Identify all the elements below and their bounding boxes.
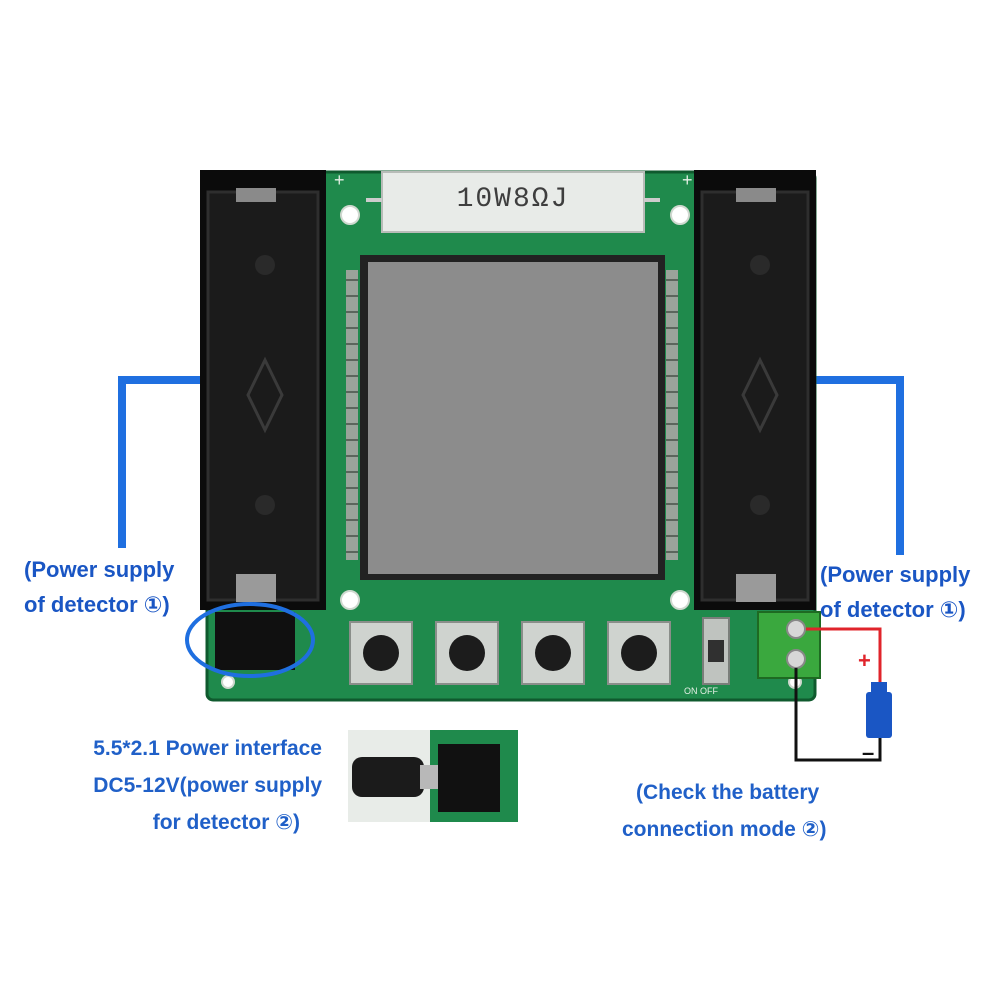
red-wire xyxy=(806,627,882,700)
left-power-label-1: (Power supply xyxy=(24,557,175,582)
right-power-label-2: of detector ①) xyxy=(820,597,966,622)
button-row xyxy=(349,621,671,685)
interface-label-1: 5.5*2.1 Power interface xyxy=(93,737,322,760)
right-bracket-line xyxy=(810,376,904,555)
mount-hole-icon xyxy=(670,205,690,225)
interface-label-2: DC5-12V(power supply xyxy=(93,774,322,797)
mount-hole-icon xyxy=(340,205,360,225)
lcd-pins-right xyxy=(666,270,678,560)
lcd-pins-left xyxy=(346,270,358,560)
battery-cap-icon xyxy=(871,682,887,694)
left-bracket-line xyxy=(118,376,205,548)
plus-marker-right: + xyxy=(682,170,693,190)
battery-label-1: (Check the battery xyxy=(636,781,820,804)
battery-label-2: connection mode ②) xyxy=(622,818,827,841)
interface-label-3: for detector ②) xyxy=(152,811,300,834)
left-power-label-2: of detector ①) xyxy=(24,592,170,617)
resistor-block xyxy=(381,171,645,233)
switch-label: ON OFF xyxy=(684,686,718,696)
plus-sign: + xyxy=(858,648,871,673)
dc-jack xyxy=(215,612,295,670)
resistor-label: 10W8ΩJ xyxy=(456,184,570,215)
dc-jack-highlight xyxy=(185,602,315,678)
mount-hole-icon xyxy=(670,590,690,610)
plus-marker-left: + xyxy=(334,170,345,190)
right-power-label-1: (Power supply xyxy=(820,562,971,587)
mount-hole-icon xyxy=(340,590,360,610)
battery-icon xyxy=(866,692,892,738)
mount-hole-icon xyxy=(221,675,235,689)
minus-sign: – xyxy=(862,740,875,765)
black-wire xyxy=(794,668,882,762)
lcd-screen xyxy=(368,262,658,574)
